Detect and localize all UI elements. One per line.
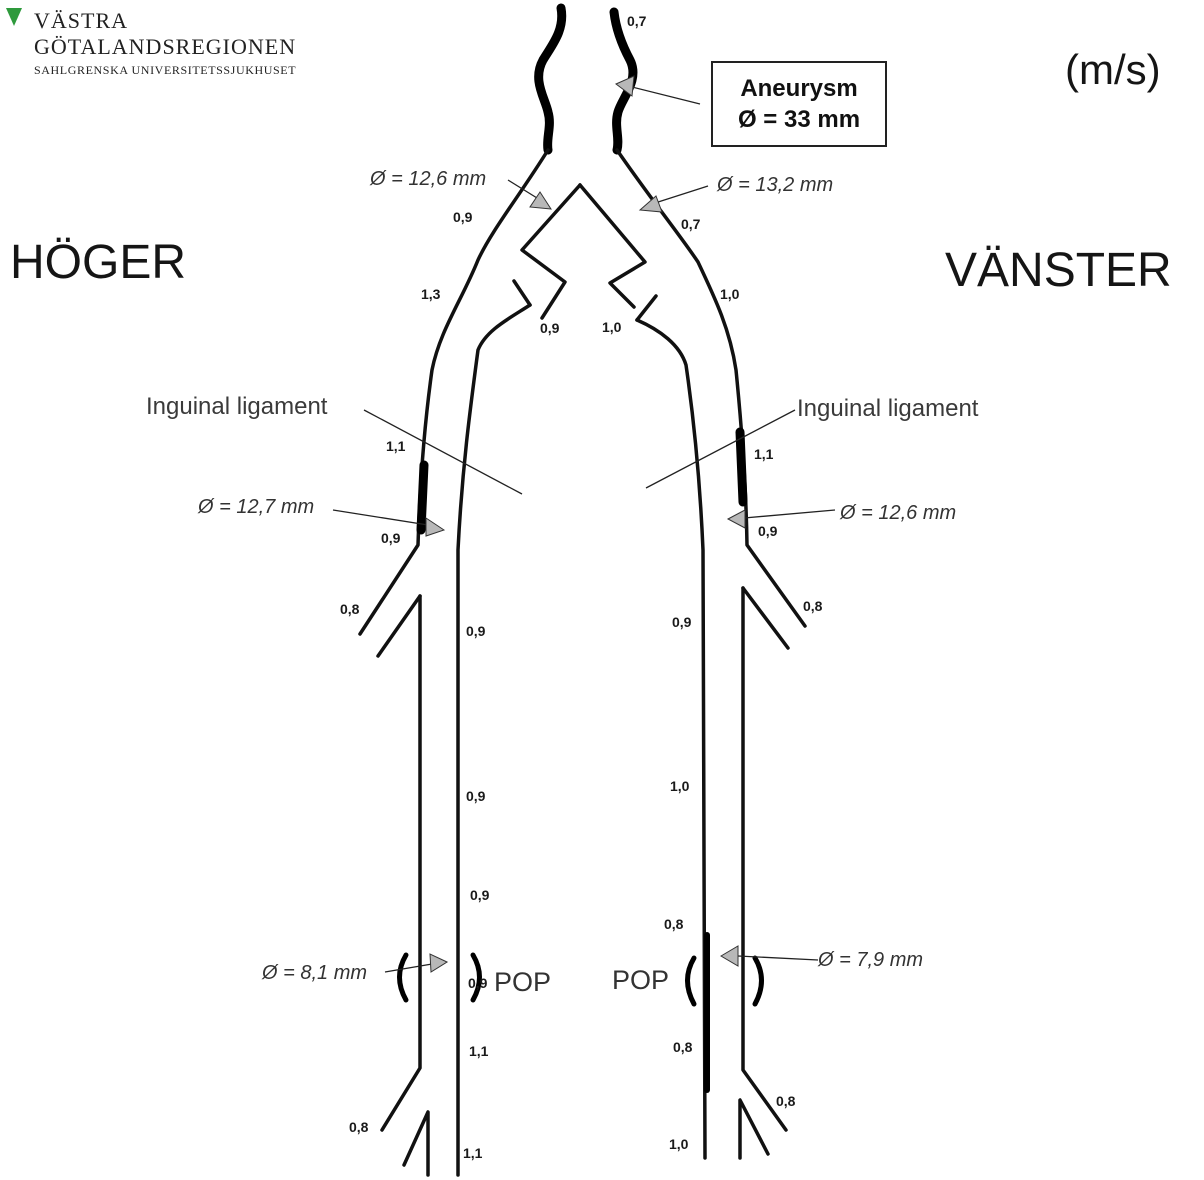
left-pop-label: POP <box>612 965 669 995</box>
left-tibial-branch <box>740 1100 768 1158</box>
velocity-left-sfa-3: 0,8 <box>664 916 684 932</box>
left-pop-paren-left <box>688 958 695 1004</box>
right-femoral-diameter: Ø = 12,7 mm <box>197 496 314 518</box>
left-ligament-label: Inguinal ligament <box>797 395 979 422</box>
right-internal-iliac-wall <box>514 281 530 305</box>
logo-line-1: VÄSTRA <box>34 8 128 33</box>
velocity-left-sfa-1: 0,9 <box>672 614 692 630</box>
bifurcation-left-inner <box>580 185 645 307</box>
right-popliteal-diameter: Ø = 8,1 mm <box>261 962 367 984</box>
velocity-right-external-iliac: 1,3 <box>421 286 441 302</box>
left-popliteal-arrowhead <box>721 946 738 966</box>
velocity-right-cfa-distal: 0,9 <box>381 530 401 546</box>
right-pop-paren-left <box>400 955 407 1000</box>
velocity-left-cfa-distal: 0,9 <box>758 523 778 539</box>
right-ligament-label: Inguinal ligament <box>146 393 328 420</box>
logo: VÄSTRA GÖTALANDSREGIONEN SAHLGRENSKA UNI… <box>6 8 296 77</box>
velocity-left-tibial-branch: 0,8 <box>776 1093 796 1109</box>
right-sfa-outer <box>382 596 420 1130</box>
right-iliac-arrowhead <box>530 192 551 209</box>
right-femoral-arrowhead <box>426 518 444 536</box>
velocity-right-sfa-2: 0,9 <box>466 788 486 804</box>
right-femoral-thickening <box>421 465 424 530</box>
left-internal-iliac-wall <box>637 296 656 320</box>
velocity-left-sfa-2: 1,0 <box>670 778 690 794</box>
velocity-right-profunda: 0,8 <box>340 601 360 617</box>
left-inner-wall <box>637 320 705 1158</box>
velocity-left-external-iliac: 1,0 <box>720 286 740 302</box>
logo-triangle-icon <box>6 8 22 26</box>
aorta-right-wall <box>539 8 562 150</box>
velocity-left-internal-iliac: 1,0 <box>602 319 622 335</box>
left-outer-wall <box>617 150 805 626</box>
velocity-left-common-iliac: 0,7 <box>681 216 701 232</box>
right-popliteal-arrowhead <box>430 954 447 972</box>
left-sfa-outer <box>743 588 786 1130</box>
right-side-label: HÖGER <box>10 236 186 289</box>
velocity-right-common-iliac: 0,9 <box>453 209 473 225</box>
velocity-right-internal-iliac: 0,9 <box>540 320 560 336</box>
velocity-right-pop: 0,9 <box>468 975 488 991</box>
velocity-right-sfa-1: 0,9 <box>466 623 486 639</box>
left-side-label: VÄNSTER <box>945 244 1172 297</box>
unit-label: (m/s) <box>1065 46 1161 93</box>
left-femoral-thickening <box>740 432 743 502</box>
right-iliac-diameter: Ø = 12,6 mm <box>369 168 486 190</box>
aneurysm-diameter: Ø = 33 mm <box>738 106 860 133</box>
left-iliac-diameter: Ø = 13,2 mm <box>716 174 833 196</box>
right-profunda-lower <box>378 596 420 656</box>
left-profunda-lower <box>743 588 788 648</box>
left-femoral-arrowhead <box>728 510 745 528</box>
velocity-left-cfa: 1,1 <box>754 446 774 462</box>
left-popliteal-diameter: Ø = 7,9 mm <box>817 949 923 971</box>
aneurysm-box: Aneurysm Ø = 33 mm <box>712 62 886 146</box>
velocity-right-cfa: 1,1 <box>386 438 406 454</box>
velocity-aorta: 0,7 <box>627 13 647 29</box>
left-femoral-diameter: Ø = 12,6 mm <box>839 502 956 524</box>
right-pop-label: POP <box>494 967 551 997</box>
bifurcation-right-inner <box>522 185 580 318</box>
left-pop-paren-right <box>755 958 762 1004</box>
velocity-left-profunda: 0,8 <box>803 598 823 614</box>
velocity-right-pop-distal: 1,1 <box>469 1043 489 1059</box>
velocity-right-tibial: 1,1 <box>463 1145 483 1161</box>
velocity-left-tibial: 1,0 <box>669 1136 689 1152</box>
logo-line-2: GÖTALANDSREGIONEN <box>34 34 296 59</box>
velocity-left-pop-distal: 0,8 <box>673 1039 693 1055</box>
velocity-right-tibial-branch: 0,8 <box>349 1119 369 1135</box>
right-tibial-branch <box>404 1112 428 1175</box>
logo-line-3: SAHLGRENSKA UNIVERSITETSSJUKHUSET <box>34 63 296 77</box>
aneurysm-title: Aneurysm <box>740 75 857 102</box>
velocity-right-sfa-3: 0,9 <box>470 887 490 903</box>
